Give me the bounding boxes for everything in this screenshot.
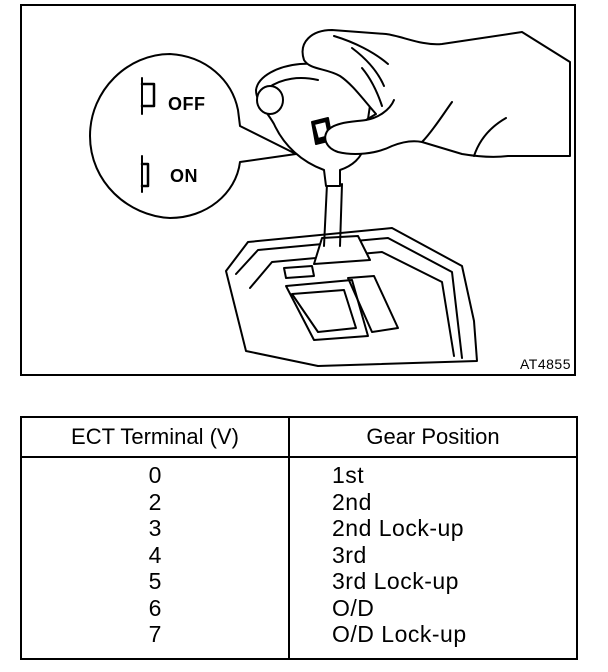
gear-cell: 1st	[332, 462, 365, 488]
voltage-cell: 3	[148, 515, 162, 541]
gear-cell: 3rd Lock-up	[332, 568, 459, 594]
gear-cell: O/D	[332, 594, 375, 621]
gear-cell: O/D Lock-up	[332, 621, 467, 647]
shift-lever-illustration	[89, 29, 571, 367]
header-gear-position: Gear Position	[366, 424, 500, 449]
shift-lever-figure: OFF ON AT4855	[20, 4, 576, 376]
voltage-cell: 4	[148, 541, 162, 568]
figure-code: AT4855	[520, 356, 571, 372]
gear-cell: 2nd Lock-up	[332, 515, 465, 541]
gear-cell: 3rd	[332, 541, 367, 568]
switch-on-label: ON	[170, 166, 198, 186]
voltage-cell: 2	[148, 488, 162, 515]
voltage-cell: 7	[148, 621, 162, 647]
voltage-cell: 0	[148, 462, 162, 488]
table-divider-horizontal	[22, 456, 576, 458]
voltage-cell: 6	[148, 594, 162, 621]
voltage-cell: 5	[148, 568, 162, 594]
gear-cell: 2nd	[332, 488, 372, 515]
ect-gear-table: ECT Terminal (V) Gear Position 0 1st 2 2…	[20, 416, 578, 660]
header-ect-terminal: ECT Terminal (V)	[71, 424, 239, 449]
table-divider-vertical	[288, 418, 290, 658]
switch-off-label: OFF	[168, 94, 206, 114]
